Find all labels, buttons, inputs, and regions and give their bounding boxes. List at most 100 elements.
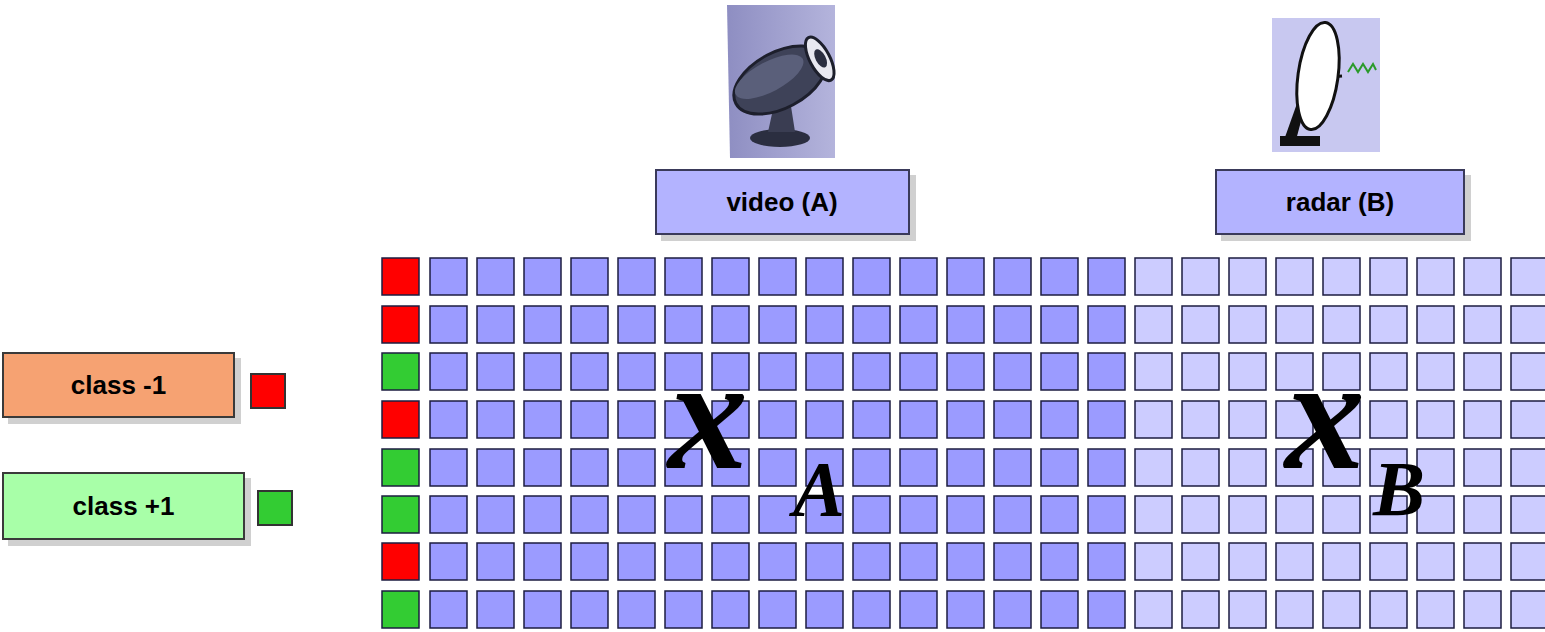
video-feature-cell — [759, 258, 796, 295]
video-feature-cell — [712, 591, 749, 628]
radar-feature-cell — [1464, 449, 1501, 486]
radar-feature-cell — [1135, 258, 1172, 295]
radar-feature-cell — [1464, 353, 1501, 390]
video-feature-cell — [1041, 591, 1078, 628]
radar-feature-cell — [1135, 306, 1172, 343]
video-feature-cell — [618, 258, 655, 295]
legend-label: class -1 — [71, 370, 166, 401]
radar-feature-cell — [1135, 496, 1172, 533]
radar-feature-cell — [1229, 353, 1266, 390]
video-feature-cell — [430, 401, 467, 438]
video-feature-cell — [618, 353, 655, 390]
video-feature-cell — [618, 306, 655, 343]
sensor-label: video (A) — [726, 187, 837, 218]
video-feature-cell — [994, 258, 1031, 295]
video-feature-cell — [994, 591, 1031, 628]
radar-feature-cell — [1229, 496, 1266, 533]
radar-feature-cell — [1417, 258, 1454, 295]
radar-feature-cell — [1276, 591, 1313, 628]
class-label-cell — [382, 591, 419, 628]
radar-feature-cell — [1370, 306, 1407, 343]
video-feature-cell — [477, 591, 514, 628]
class-label-cell — [382, 449, 419, 486]
class-label-cell — [382, 306, 419, 343]
sensor-box: radar (B) — [1215, 169, 1465, 235]
video-feature-cell — [524, 591, 561, 628]
radar-feature-cell — [1276, 543, 1313, 580]
video-feature-cell — [524, 258, 561, 295]
radar-feature-cell — [1370, 543, 1407, 580]
video-feature-cell — [430, 591, 467, 628]
video-feature-cell — [571, 401, 608, 438]
video-feature-cell — [1088, 449, 1125, 486]
matrix-symbol: x — [1285, 334, 1365, 494]
video-feature-cell — [1041, 449, 1078, 486]
legend-entry: class +1 — [2, 472, 245, 540]
video-feature-cell — [853, 258, 890, 295]
video-feature-cell — [430, 258, 467, 295]
video-feature-cell — [900, 306, 937, 343]
video-feature-cell — [1088, 591, 1125, 628]
radar-feature-cell — [1511, 353, 1545, 390]
video-feature-cell — [947, 401, 984, 438]
radar-feature-cell — [1229, 258, 1266, 295]
video-feature-cell — [1088, 258, 1125, 295]
video-feature-cell — [571, 449, 608, 486]
video-feature-cell — [477, 496, 514, 533]
radar-feature-cell — [1182, 353, 1219, 390]
video-feature-cell — [524, 449, 561, 486]
video-feature-cell — [430, 449, 467, 486]
radar-feature-cell — [1323, 496, 1360, 533]
video-feature-cell — [571, 496, 608, 533]
radar-feature-cell — [1511, 543, 1545, 580]
video-feature-cell — [947, 591, 984, 628]
video-feature-cell — [759, 401, 796, 438]
radar-feature-cell — [1511, 258, 1545, 295]
radar-feature-cell — [1370, 591, 1407, 628]
video-feature-cell — [1088, 496, 1125, 533]
matrix-subscript: B — [1373, 450, 1425, 528]
video-feature-cell — [665, 258, 702, 295]
class-label-cell — [382, 258, 419, 295]
radar-feature-cell — [1182, 496, 1219, 533]
radar-feature-cell — [1182, 258, 1219, 295]
radar-feature-cell — [1464, 591, 1501, 628]
radar-feature-cell — [1229, 591, 1266, 628]
matrix-symbol: x — [668, 334, 748, 494]
class-label-cell — [382, 401, 419, 438]
radar-feature-cell — [1182, 401, 1219, 438]
video-feature-cell — [759, 496, 796, 533]
radar-feature-cell — [1323, 591, 1360, 628]
sensor-box: video (A) — [655, 169, 910, 235]
camera-icon — [723, 5, 842, 158]
radar-feature-cell — [1511, 591, 1545, 628]
video-feature-cell — [477, 401, 514, 438]
video-feature-cell — [571, 306, 608, 343]
radar-feature-cell — [1464, 258, 1501, 295]
video-feature-cell — [571, 353, 608, 390]
video-feature-cell — [524, 306, 561, 343]
video-feature-cell — [853, 306, 890, 343]
video-feature-cell — [571, 543, 608, 580]
radar-feature-cell — [1323, 543, 1360, 580]
radar-feature-cell — [1323, 258, 1360, 295]
radar-feature-cell — [1370, 401, 1407, 438]
video-feature-cell — [430, 353, 467, 390]
video-feature-cell — [477, 306, 514, 343]
radar-feature-cell — [1229, 401, 1266, 438]
video-feature-cell — [477, 449, 514, 486]
video-feature-cell — [900, 401, 937, 438]
video-feature-cell — [618, 401, 655, 438]
video-feature-cell — [947, 353, 984, 390]
radar-feature-cell — [1182, 543, 1219, 580]
video-feature-cell — [571, 591, 608, 628]
radar-feature-cell — [1370, 353, 1407, 390]
radar-feature-cell — [1182, 306, 1219, 343]
video-feature-cell — [900, 258, 937, 295]
radar-feature-cell — [1229, 543, 1266, 580]
video-feature-cell — [430, 306, 467, 343]
video-feature-cell — [524, 353, 561, 390]
video-feature-cell — [947, 496, 984, 533]
video-feature-cell — [1041, 543, 1078, 580]
video-feature-cell — [853, 591, 890, 628]
